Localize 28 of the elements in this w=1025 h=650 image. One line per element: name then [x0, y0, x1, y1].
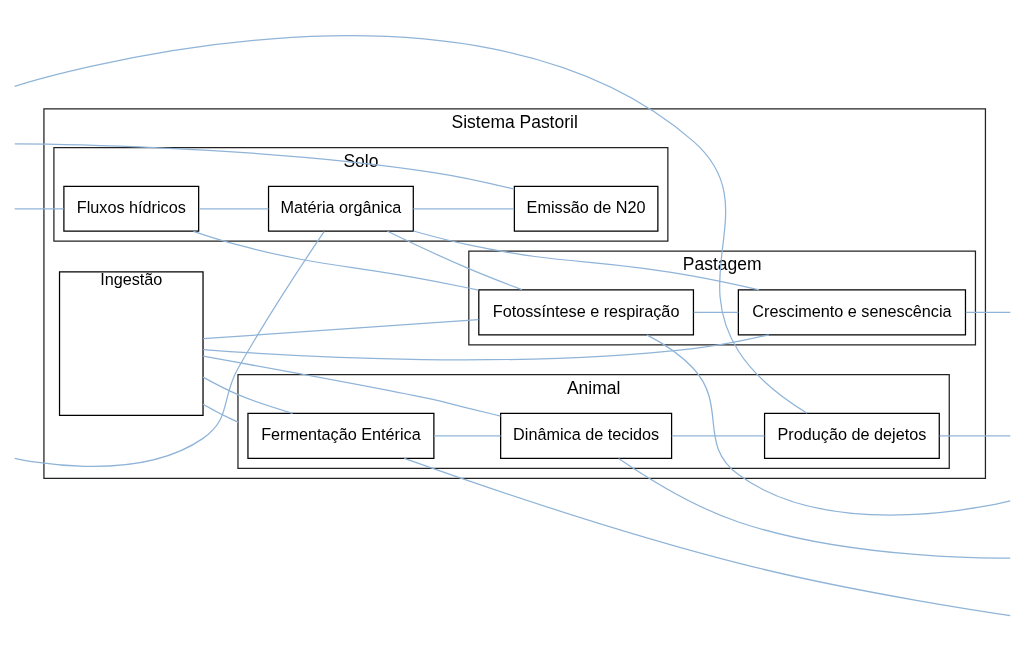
connector	[965, 311, 1011, 313]
node-box: Fermentação Entérica	[247, 412, 435, 459]
node-box: Matéria orgânica	[267, 185, 414, 232]
node-box: Produção de dejetos	[763, 412, 940, 459]
node-box: Crescimento e senescência	[737, 288, 967, 335]
connector	[671, 434, 766, 436]
connector	[386, 230, 523, 290]
connector	[939, 434, 1011, 436]
node-box: Fotossíntese e respiração	[478, 288, 695, 335]
connector	[646, 333, 1011, 516]
connector	[433, 434, 502, 436]
connector	[198, 207, 270, 209]
connector	[14, 142, 515, 190]
connector	[192, 230, 480, 291]
connector	[14, 230, 325, 467]
connector	[14, 207, 65, 209]
connector	[14, 34, 808, 414]
connector	[412, 229, 760, 290]
node-box: Ingestão	[58, 270, 204, 416]
node-box: Dinâmica de tecidos	[500, 412, 673, 459]
node-box: Emissão de N20	[513, 185, 659, 232]
node-box: Fluxos hídricos	[63, 185, 200, 232]
connector	[202, 376, 294, 414]
connector	[693, 311, 739, 313]
connector	[412, 207, 515, 209]
connector	[202, 403, 239, 423]
connector	[202, 318, 480, 339]
connector	[202, 355, 502, 417]
